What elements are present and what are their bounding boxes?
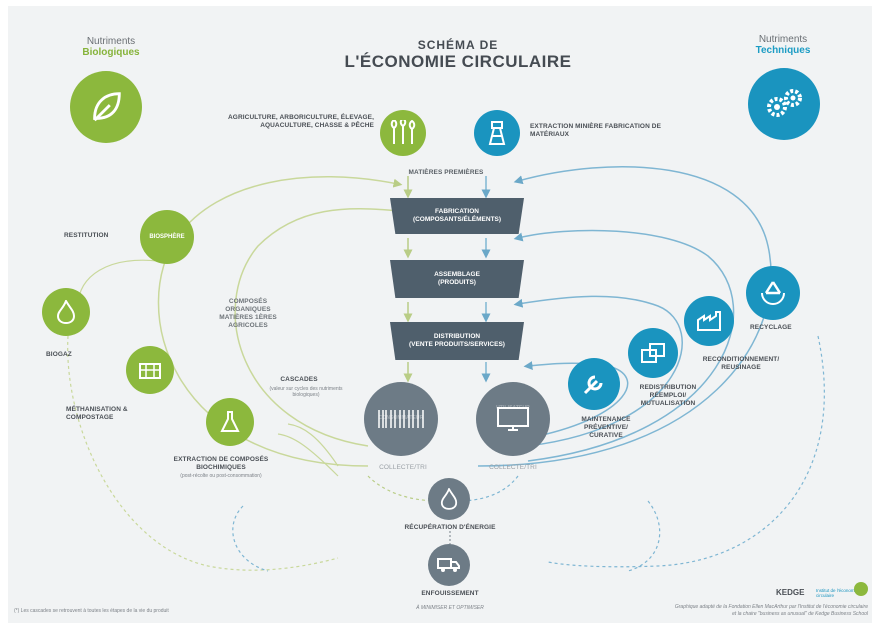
leaf-icon	[70, 71, 142, 143]
user-label: UTILISATEUR	[496, 405, 530, 411]
truck-icon	[428, 544, 470, 586]
collecte-left-label: COLLECTE/TRI	[379, 464, 427, 471]
cascades-label: CASCADES	[280, 376, 318, 383]
institute-logo: Institut de l'économie circulaire	[816, 588, 859, 598]
crops-icon	[380, 110, 426, 156]
recycle-icon	[746, 266, 800, 320]
title-line1: SCHÉMA DE	[417, 38, 499, 52]
institute-logo-icon	[854, 582, 868, 596]
bio-nutrients-label: Nutriments Biologiques	[82, 36, 140, 58]
factory-icon	[684, 296, 734, 346]
redistribution-label: REDISTRIBUTION RÉEMPLOI/ MUTUALISATION	[639, 384, 697, 407]
diagram-title: SCHÉMA DE L'ÉCONOMIE CIRCULAIRE	[308, 38, 608, 72]
flask-icon	[206, 398, 254, 446]
restitution-label: RESTITUTION	[64, 232, 109, 239]
digester-icon	[126, 346, 174, 394]
maintenance-label: MAINTENANCE PRÉVENTIVE/ CURATIVE	[581, 416, 631, 439]
landfill-label: ENFOUISSEMENT	[421, 590, 479, 597]
extraction-bio-note: (post-récolte ou post-consommation)	[180, 473, 262, 479]
agriculture-label: AGRICULTURE, ARBORICULTURE, ÉLEVAGE, AQU…	[228, 114, 374, 129]
collecte-right-label: COLLECTE/TRI	[489, 464, 537, 471]
footer-credit-2: et la chaire "business as unusual" de Ke…	[732, 611, 868, 617]
energy-recovery-label: RÉCUPÉRATION D'ÉNERGIE	[404, 524, 496, 531]
tech-nutrients-label: Nutriments Techniques	[755, 34, 811, 56]
flame-icon	[42, 288, 90, 336]
raw-materials-label: MATIÈRES PREMIÈRES	[408, 169, 484, 176]
energy-flame-icon	[428, 478, 470, 520]
diagram-canvas: SCHÉMA DE L'ÉCONOMIE CIRCULAIRE Nutrimen…	[8, 6, 872, 623]
composes-label: COMPOSÉS ORGANIQUES MATIÈRES 1ÈRES AGRIC…	[219, 298, 277, 329]
monitor-icon	[497, 407, 529, 431]
extraction-label: EXTRACTION MINIÈRE FABRICATION DE MATÉRI…	[530, 123, 662, 138]
consumer-label: CONSOMMATEUR	[378, 415, 424, 421]
minimize-note: À MINIMISER ET OPTIMISER	[416, 605, 484, 611]
consumer-circle	[364, 382, 438, 456]
stage-assemblage: ASSEMBLAGE(PRODUITS)	[390, 260, 524, 298]
footer-credit-1: Graphique adapté de la Fondation Ellen M…	[674, 604, 868, 610]
barcode-icon	[378, 410, 424, 428]
biogaz-label: BIOGAZ	[46, 351, 72, 358]
footer-note: (*) Les cascades se retrouvent à toutes …	[14, 608, 169, 614]
stage-fabrication: FABRICATION(COMPOSANTS/ÉLÉMENTS)	[390, 198, 524, 234]
gears-icon	[748, 68, 820, 140]
title-line2: L'ÉCONOMIE CIRCULAIRE	[344, 52, 572, 71]
stage-distribution: DISTRIBUTION(VENTE PRODUITS/SERVICES)	[390, 322, 524, 360]
recyclage-label: RECYCLAGE	[750, 324, 792, 331]
biosphere-label: BIOSPHÈRE	[149, 234, 185, 240]
extraction-bio-label: EXTRACTION DE COMPOSÉS BIOCHIMIQUES	[173, 456, 269, 471]
biosphere-icon: BIOSPHÈRE	[140, 210, 194, 264]
mine-tower-icon	[474, 110, 520, 156]
boxes-icon	[628, 328, 678, 378]
reconditionnement-label: RECONDITIONNEMENT/ REUSINAGE	[702, 356, 780, 371]
methanisation-label: MÉTHANISATION & COMPOSTAGE	[66, 406, 128, 421]
cascades-note: (valeur sur cycles des nutriments biolog…	[269, 386, 343, 398]
kedge-logo: KEDGE	[776, 588, 805, 597]
user-circle	[476, 382, 550, 456]
wrench-icon	[568, 358, 620, 410]
